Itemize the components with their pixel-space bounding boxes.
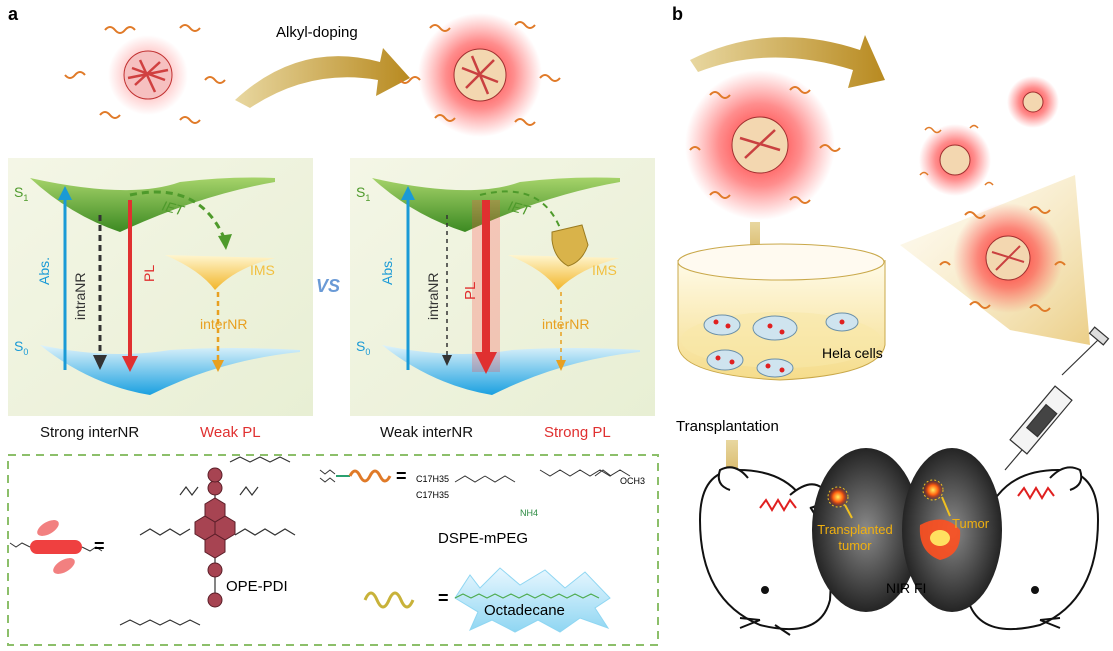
transplantation-label: Transplantation (676, 418, 779, 435)
transplanted-tumor-label: Transplanted tumor (817, 522, 893, 553)
equals-sign-1: = (94, 536, 105, 556)
vs-label: VS (316, 276, 341, 296)
nanoparticle-after (399, 13, 561, 137)
right-s1-well (372, 177, 620, 232)
right-pl-label: PL (462, 281, 479, 300)
och3-label: OCH3 (620, 476, 646, 486)
c17h35-label-a: C17H35 (416, 474, 450, 484)
left-s0-label: S0 (14, 338, 29, 357)
left-abs-label: Abs. (36, 256, 52, 285)
nir-fi-label: NIR FI (886, 580, 927, 596)
nanoparticle-large (685, 70, 841, 220)
left-caption-weak-pl: Weak PL (200, 424, 261, 441)
panel-b-letter: b (672, 4, 683, 24)
hela-cells (703, 312, 859, 378)
ope-pdi-icon (9, 520, 103, 574)
right-intranr-label: intraNR (425, 272, 441, 320)
nanoparticle-small-2 (919, 124, 994, 196)
dspe-icon (319, 469, 392, 483)
nanoparticle-before (64, 24, 226, 124)
left-ims-well (165, 255, 275, 290)
octadecane-chain (454, 593, 600, 599)
alkyl-doping-label: Alkyl-doping (276, 24, 358, 41)
ope-pdi-label: OPE-PDI (226, 578, 288, 595)
syringe-icon (1004, 326, 1110, 471)
left-caption-strong-internr: Strong interNR (40, 424, 140, 441)
right-s1-label: S1 (356, 184, 371, 203)
c17h35-label-b: C17H35 (416, 490, 450, 500)
transplanted-tumor-spot (827, 486, 849, 508)
right-caption-weak-internr: Weak interNR (380, 424, 474, 441)
equals-sign-3: = (438, 588, 449, 608)
legend-box (7, 454, 659, 646)
tumor-label: Tumor (952, 516, 990, 531)
panel-a-letter: a (8, 4, 19, 24)
right-ims-well (508, 255, 620, 290)
equals-sign-2: = (396, 466, 407, 486)
pdi-core (194, 467, 236, 608)
octadecane-helix-icon (363, 591, 415, 609)
left-s1-label: S1 (14, 184, 29, 203)
left-s1-well (30, 177, 275, 232)
nanoparticle-medium (939, 203, 1066, 313)
octadecane-label: Octadecane (484, 602, 565, 619)
left-mouse-red-marker (759, 498, 797, 512)
left-intranr-label: intraNR (72, 272, 88, 320)
panel-b-curved-arrow (690, 35, 885, 88)
nanoparticle-small-1 (1007, 76, 1059, 128)
dspe-structure (454, 469, 631, 483)
tumor-spot (922, 479, 944, 501)
right-ims-label: IMS (592, 262, 617, 278)
left-pl-label: PL (141, 264, 157, 282)
right-mouse-red-marker (1017, 486, 1055, 500)
shield-icon (551, 224, 589, 267)
right-iet-arrow (479, 190, 561, 229)
left-ims-label: IMS (250, 262, 275, 278)
dspe-mpeg-label: DSPE-mPEG (438, 530, 529, 547)
left-internr-label: interNR (200, 316, 248, 332)
right-caption-strong-pl: Strong PL (544, 424, 611, 441)
nh4-label: NH4 (520, 508, 539, 518)
octadecane-burst (454, 567, 611, 633)
right-s0-label: S0 (356, 338, 371, 357)
right-abs-label: Abs. (379, 256, 395, 285)
right-internr-label: interNR (542, 316, 590, 332)
hela-cells-label: Hela cells (822, 345, 883, 361)
alkyl-doping-arrow (235, 48, 410, 108)
mouse-left (698, 466, 832, 636)
left-iet-arrow (129, 190, 227, 241)
